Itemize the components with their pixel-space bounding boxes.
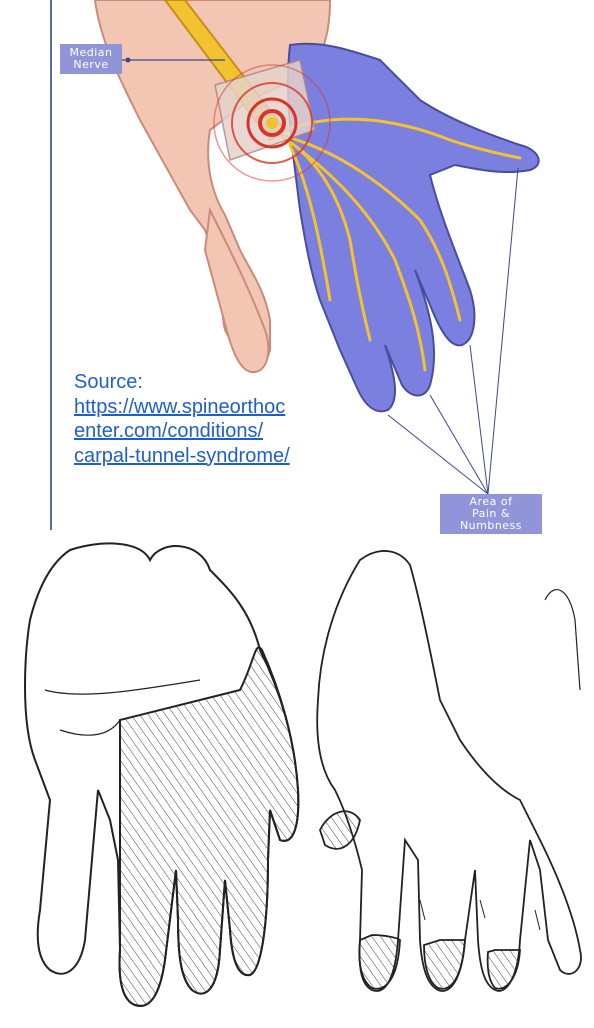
line-drawing-svg [0,540,594,1028]
sensory-distribution-sketch [0,540,594,1028]
source-citation: Source: https://www.spineorthoc enter.co… [74,370,374,468]
median-nerve-label: Median Nerve [60,44,122,74]
source-title: Source: [74,370,374,395]
median-nerve-illustration: Median Nerve Area of Pain & Numbness Sou… [0,0,594,540]
left-divider-line [50,0,52,530]
palm-view-hand [25,543,298,1006]
source-link[interactable]: https://www.spineorthoc enter.com/condit… [74,395,374,469]
area-of-pain-label: Area of Pain & Numbness [440,494,542,534]
dorsal-view-hand [317,551,581,991]
compression-target-icon [214,65,330,181]
